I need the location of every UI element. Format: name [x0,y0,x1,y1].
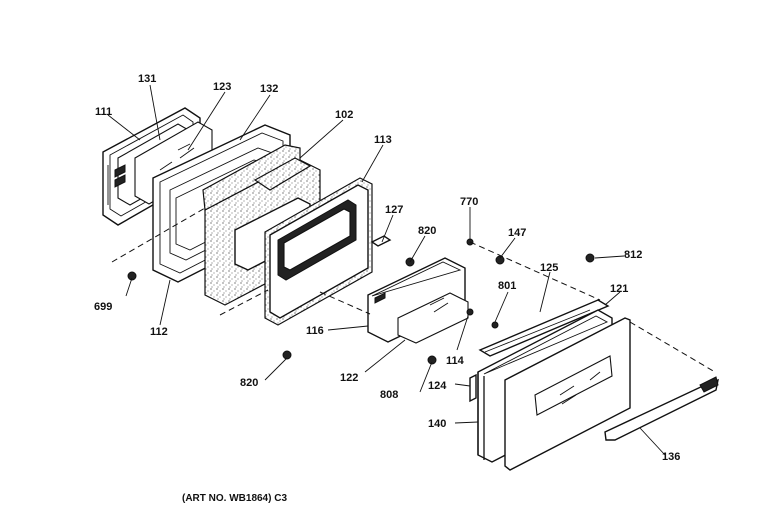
label-122: 122 [340,372,358,384]
part-125-vent [478,299,610,357]
art-number-caption: (ART NO. WB1864) C3 [182,493,287,504]
part-122-glass [397,292,469,344]
label-113: 113 [374,134,392,146]
label-820-upper: 820 [418,225,436,237]
label-131: 131 [138,73,156,85]
part-113-door-panel [264,177,373,326]
label-699: 699 [94,301,112,313]
label-770: 770 [460,196,478,208]
label-112: 112 [150,326,168,338]
part-147-screw [495,255,505,265]
label-136: 136 [662,451,680,463]
label-812: 812 [624,249,642,261]
label-140: 140 [428,418,446,430]
label-111: 111 [95,106,112,118]
label-132: 132 [260,83,278,95]
label-127: 127 [385,204,403,216]
part-820-screw-lower [282,350,292,360]
leader-lines [107,84,666,456]
label-121: 121 [610,283,628,295]
part-127-label [370,235,392,247]
part-121-outer-glass [504,317,631,471]
label-808: 808 [380,389,398,401]
part-124-badge [469,373,477,403]
part-812-screw [585,253,595,263]
part-114-clip [466,308,474,316]
label-820-lower: 820 [240,377,258,389]
part-801-clip [491,321,499,329]
label-124: 124 [428,380,447,392]
part-808-screw [427,355,437,365]
label-801: 801 [498,280,516,292]
label-125: 125 [540,262,558,274]
label-102: 102 [335,109,353,121]
part-699-screw [127,271,137,281]
label-114: 114 [446,355,465,367]
alignment-lines [111,207,716,373]
label-116: 116 [306,325,324,337]
part-136-handle [604,376,719,441]
label-147: 147 [508,227,526,239]
label-123: 123 [213,81,231,93]
